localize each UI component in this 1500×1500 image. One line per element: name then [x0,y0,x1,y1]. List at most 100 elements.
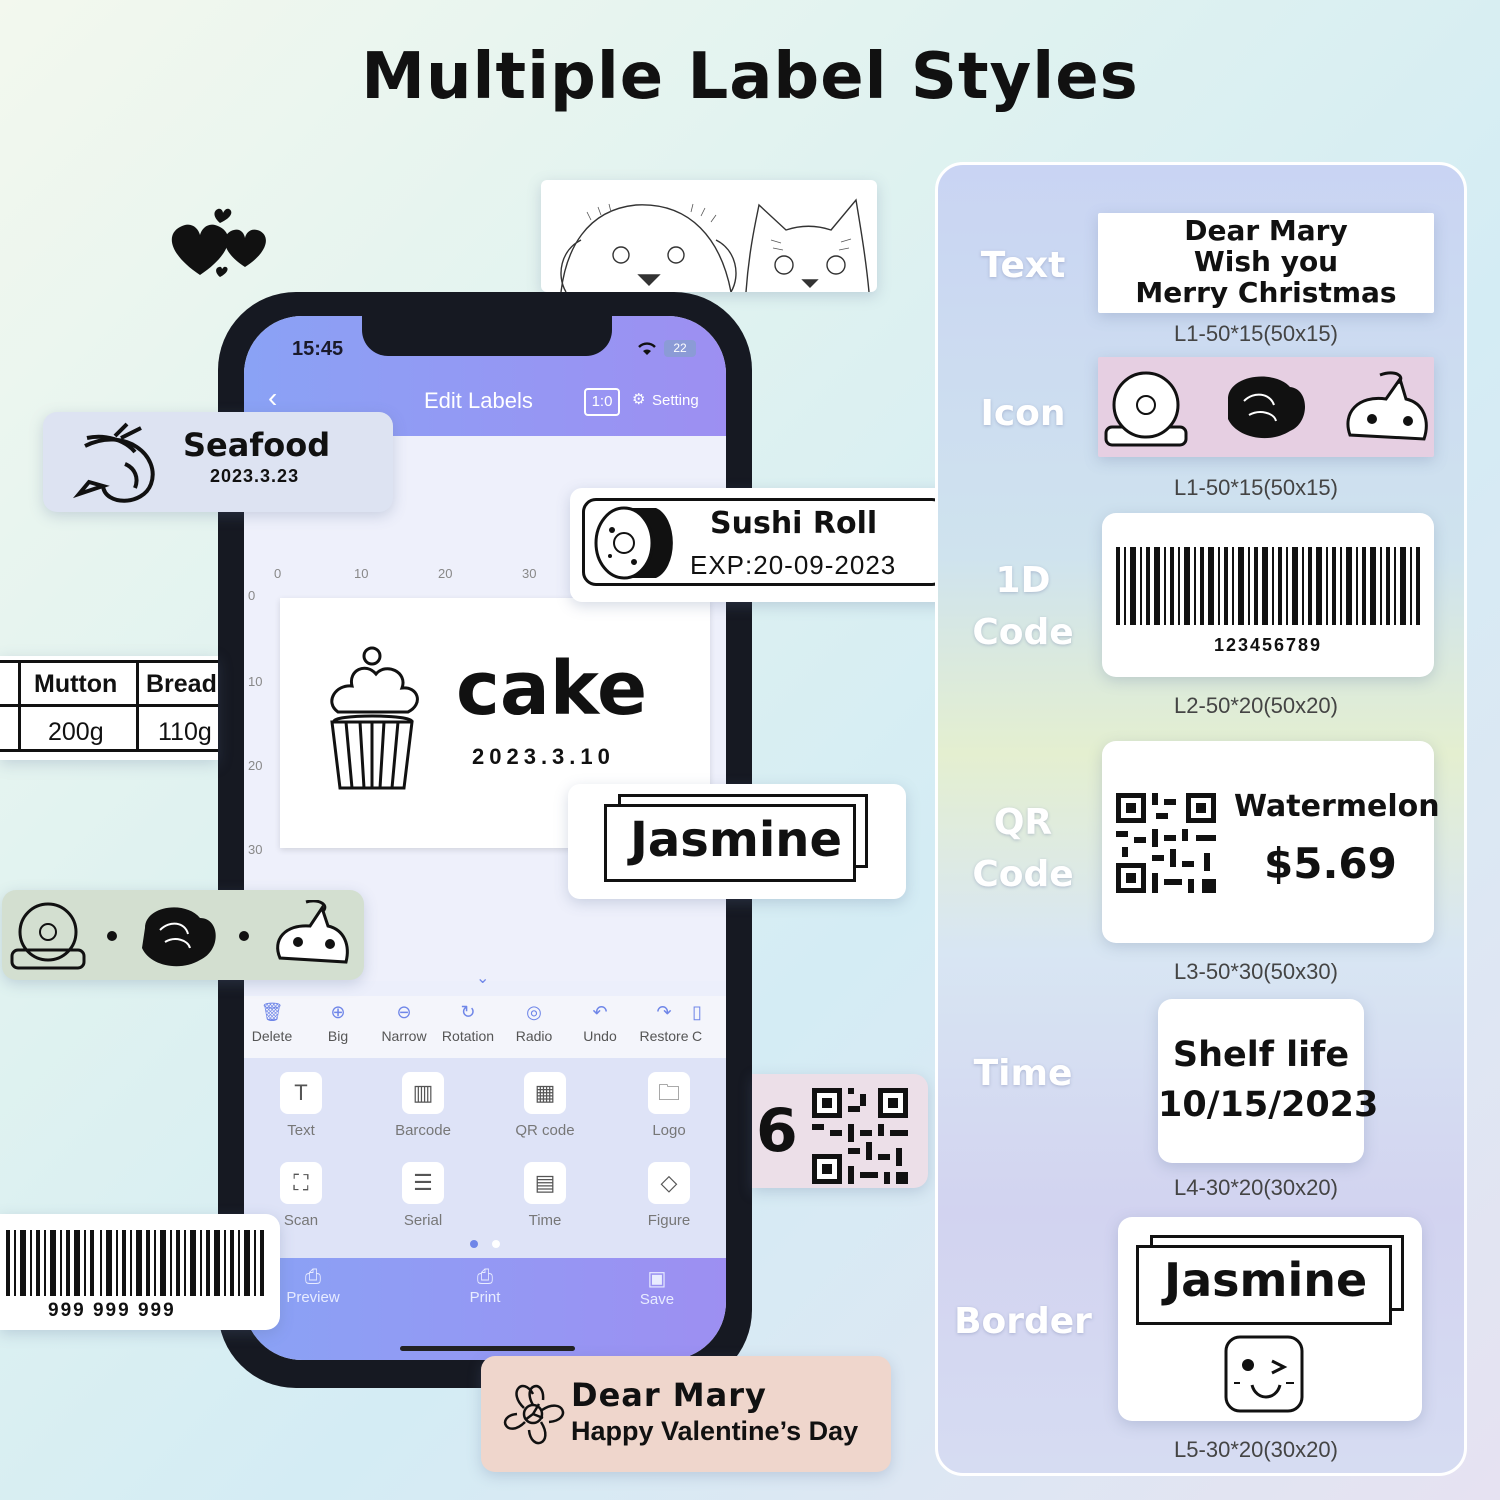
ruler-tick: 10 [248,674,263,689]
flower-icon [504,1384,565,1445]
text-line: Merry Christmas [1135,276,1397,309]
icon-label-sample [1098,357,1434,457]
category-qr-code: QR Code [972,802,1074,895]
bottom-label: Print [469,1289,501,1306]
status-time: 15:45 [292,338,344,360]
ratio-button[interactable]: 1:0 [584,388,620,416]
border-text: Jasmine [1164,1253,1368,1307]
save-button[interactable]: ▣Save [612,1266,702,1308]
qr-label-sample: Watermelon $5.69 [1102,741,1440,943]
home-indicator [400,1346,575,1351]
page-dot-active[interactable] [470,1240,478,1248]
grid-barcode[interactable]: ▥Barcode [368,1072,478,1139]
barcode-icon: ▥ [402,1072,444,1114]
grid-logo[interactable]: 🗀Logo [614,1072,724,1139]
nutrition-table-label: Mutton Bread 200g 110g [0,656,218,760]
grid-figure[interactable]: ◇Figure [614,1162,724,1229]
toolbar-label: Radio [515,1028,553,1044]
jasmine-text: Jasmine [630,812,843,868]
print-button[interactable]: ⎙Print [440,1266,530,1306]
text-icon: T [280,1072,322,1114]
toolbar-label: Undo [583,1028,617,1044]
ruler-tick: 30 [248,842,263,857]
grid-serial[interactable]: ☰Serial [368,1162,478,1229]
qr-product-name: Watermelon [1234,789,1440,824]
zoom-out-icon: ⊖ [396,1002,412,1022]
toolbar-label: C [692,1028,703,1044]
chevron-left-icon[interactable]: ‹ [268,382,278,413]
qr-code-graphic [1116,793,1216,893]
hearts-icon [171,208,266,277]
page-title: Multiple Label Styles [361,40,1139,114]
toolbar-rotation[interactable]: ↻Rotation [436,1002,500,1044]
barcode-number: 123456789 [1213,635,1323,655]
scan-icon: ⛶ [280,1162,322,1204]
toolbar-label: Narrow [381,1028,427,1044]
undo-icon: ↶ [592,1002,608,1022]
cat-icon [276,900,349,964]
toolbar-radio[interactable]: ◎ Radio [502,1002,566,1044]
rose-icon [1228,376,1305,439]
spec-text: L3-50*30(50x30) [1174,959,1338,984]
toolbar-restore[interactable]: ↷ Restore [632,1002,696,1044]
grid-qr[interactable]: ▦QR code [490,1072,600,1139]
valentine-line2: Happy Valentine’s Day [571,1416,859,1446]
category-icon: Icon [980,393,1066,434]
toolbar-delete[interactable]: 🗑Delete [244,1002,304,1044]
category-border: Border [954,1301,1092,1342]
folder-icon: 🗀 [648,1072,690,1114]
bottom-label: Preview [286,1289,340,1306]
category-text: Text [980,245,1066,286]
check-circle-icon: ◎ [526,1002,542,1022]
preview-button[interactable]: ⎙Preview [268,1266,358,1306]
table-cell: 110g [158,718,212,746]
category-time: Time [973,1053,1073,1094]
battery-icon: 22 [664,340,696,357]
horizontal-ruler: 0 10 20 30 [274,566,580,592]
table-header: Mutton [34,670,118,698]
phone-notch [362,316,612,356]
icon-strip-label [2,890,364,980]
toolbar-more[interactable]: ▯C [692,1002,722,1044]
icon-strip-icons [10,900,349,970]
calendar-icon: ▤ [524,1162,566,1204]
save-icon: ▣ [647,1268,667,1290]
app-header: 15:45 22 ‹ Edit Labels 1:0 ⚙ Setting [244,316,726,436]
trash-icon: 🗑 [260,1002,284,1022]
text-line: Wish you [1193,245,1339,278]
barcode-graphic [1116,547,1420,625]
border-label-sample: Jasmine [1118,1217,1422,1421]
time-line-2: 10/15/2023 [1158,1085,1379,1125]
sushi-icon [594,506,673,580]
page-dot[interactable] [492,1240,500,1248]
grid-label: Figure [647,1212,691,1229]
time-line-1: Shelf life [1172,1035,1350,1075]
ruler-tick: 10 [354,566,369,581]
qr-float-label: 6 [752,1074,928,1188]
toolbar-big[interactable]: ⊕Big [306,1002,370,1044]
barcode-graphic [6,1230,264,1296]
ruler-tick: 0 [248,588,256,603]
barcode-label-sample: 123456789 [1102,513,1434,677]
toolbar-label: Restore [639,1028,689,1044]
rose-icon [142,907,216,967]
icon-sample-icons [1104,371,1428,447]
sushi-exp: EXP:20-09-2023 [690,550,897,580]
chevron-down-icon[interactable]: ⌄ [476,970,490,987]
edit-toolbar: 🗑Delete ⊕Big ⊖ Narrow ↻Rotation ◎ Radio ↶ U… [244,996,726,1058]
gear-icon[interactable]: ⚙ [632,391,646,408]
qr-price: $5.69 [1264,839,1397,888]
seafood-date: 2023.3.23 [210,466,300,486]
spec-text: L1-50*15(50x15) [1174,321,1338,346]
category-1d-code: 1D Code [972,560,1074,653]
valentine-line1: Dear Mary [571,1376,767,1414]
toolbar-narrow[interactable]: ⊖ Narrow [372,1002,436,1044]
fan-icon [1104,371,1188,447]
grid-scan[interactable]: ⛶Scan [246,1162,356,1229]
redo-icon: ↷ [656,1002,672,1022]
setting-button[interactable]: Setting [652,392,699,409]
grid-time[interactable]: ▤Time [490,1162,600,1229]
toolbar-undo[interactable]: ↶ Undo [568,1002,632,1044]
